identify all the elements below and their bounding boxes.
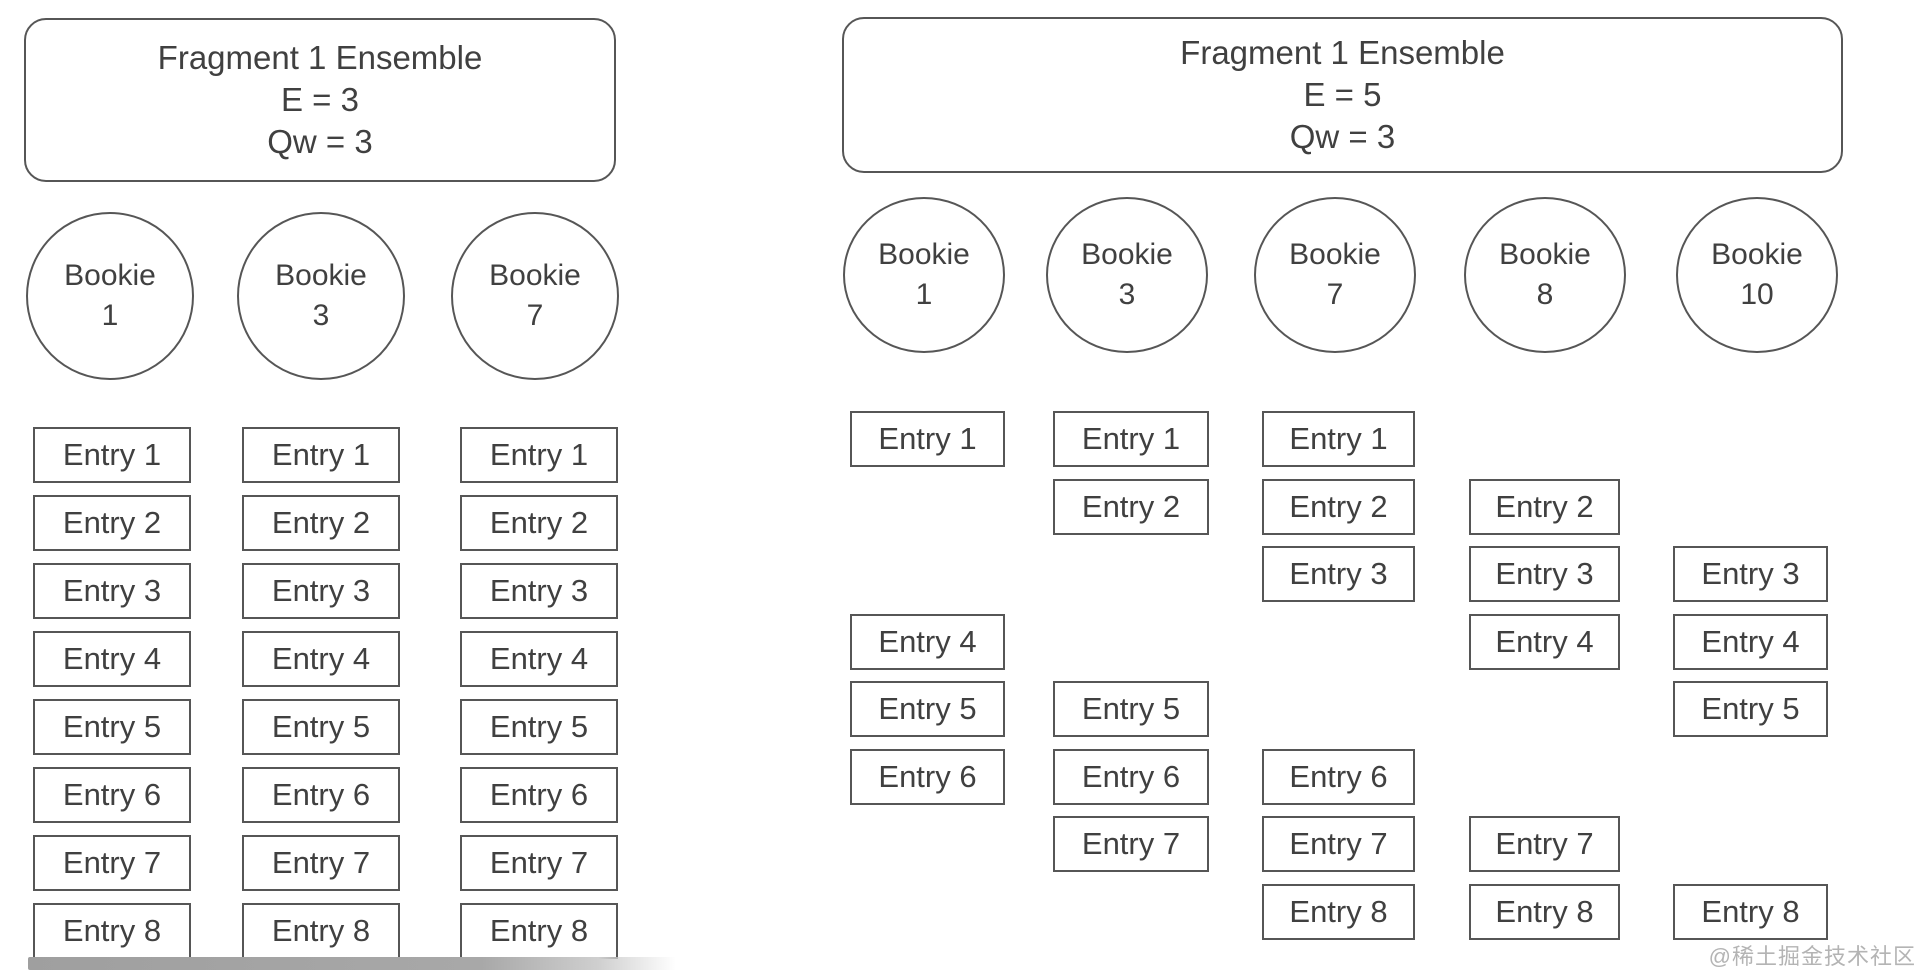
entry-box: Entry 5 — [1673, 681, 1828, 737]
entry-box: Entry 3 — [242, 563, 400, 619]
bookie-name: Bookie — [1499, 238, 1591, 272]
entry-box: Entry 2 — [242, 495, 400, 551]
bookie-number: 10 — [1740, 278, 1774, 311]
entry-box: Entry 8 — [33, 903, 191, 959]
bookie-number: 1 — [915, 278, 933, 311]
entry-box: Entry 8 — [1673, 884, 1828, 940]
entry-box: Entry 4 — [1673, 614, 1828, 670]
watermark: @稀土掘金技术社区 — [1708, 944, 1916, 969]
entry-box: Entry 4 — [33, 631, 191, 687]
bookie-circle: Bookie 1 — [26, 212, 194, 380]
bookie-name: Bookie — [1081, 238, 1173, 272]
ensemble-box: Fragment 1 Ensemble E = 3 Qw = 3 — [24, 18, 616, 182]
entry-box: Entry 1 — [33, 427, 191, 483]
entry-box: Entry 8 — [242, 903, 400, 959]
entry-box: Entry 7 — [460, 835, 618, 891]
entry-box: Entry 7 — [1469, 816, 1620, 872]
entry-box: Entry 7 — [1053, 816, 1209, 872]
entry-box: Entry 6 — [1262, 749, 1415, 805]
bookie-name: Bookie — [489, 259, 581, 293]
entry-box: Entry 8 — [1469, 884, 1620, 940]
bookie-circle: Bookie 7 — [1254, 197, 1416, 353]
bookie-circle: Bookie 8 — [1464, 197, 1626, 353]
entry-box: Entry 3 — [460, 563, 618, 619]
entry-box: Entry 2 — [1469, 479, 1620, 535]
entry-box: Entry 6 — [1053, 749, 1209, 805]
entry-box: Entry 2 — [33, 495, 191, 551]
entry-box: Entry 4 — [1469, 614, 1620, 670]
entry-box: Entry 2 — [460, 495, 618, 551]
entry-box: Entry 6 — [33, 767, 191, 823]
entry-box: Entry 4 — [850, 614, 1005, 670]
ensemble-size-value: E = 5 — [1303, 75, 1382, 113]
entry-box: Entry 1 — [850, 411, 1005, 467]
ensemble-title: Fragment 1 Ensemble — [1180, 33, 1505, 71]
write-quorum-value: Qw = 3 — [267, 123, 373, 161]
bookie-number: 8 — [1536, 278, 1554, 311]
entry-box: Entry 7 — [33, 835, 191, 891]
bookie-circle: Bookie 7 — [451, 212, 619, 380]
entry-box: Entry 4 — [460, 631, 618, 687]
entry-box: Entry 2 — [1053, 479, 1209, 535]
entry-box: Entry 5 — [242, 699, 400, 755]
entry-box: Entry 5 — [1053, 681, 1209, 737]
entry-box: Entry 8 — [1262, 884, 1415, 940]
bookie-circle: Bookie 1 — [843, 197, 1005, 353]
bookie-circle: Bookie 3 — [237, 212, 405, 380]
entry-box: Entry 3 — [1262, 546, 1415, 602]
entry-box: Entry 1 — [242, 427, 400, 483]
entry-box: Entry 3 — [1673, 546, 1828, 602]
entry-box: Entry 1 — [460, 427, 618, 483]
bookie-number: 3 — [312, 299, 330, 332]
entry-box: Entry 8 — [460, 903, 618, 959]
bookie-name: Bookie — [275, 259, 367, 293]
bookie-name: Bookie — [1711, 238, 1803, 272]
entry-box: Entry 6 — [242, 767, 400, 823]
entry-box: Entry 1 — [1053, 411, 1209, 467]
entry-box: Entry 7 — [242, 835, 400, 891]
entry-box: Entry 2 — [1262, 479, 1415, 535]
ensemble-size-value: E = 3 — [281, 80, 359, 118]
entry-box: Entry 1 — [1262, 411, 1415, 467]
entry-box: Entry 3 — [33, 563, 191, 619]
entry-box: Entry 4 — [242, 631, 400, 687]
entry-box: Entry 5 — [33, 699, 191, 755]
entry-box: Entry 5 — [850, 681, 1005, 737]
bookie-name: Bookie — [878, 238, 970, 272]
bookie-number: 7 — [526, 299, 544, 332]
ensemble-box: Fragment 1 Ensemble E = 5 Qw = 3 — [842, 17, 1843, 173]
bookie-number: 3 — [1118, 278, 1136, 311]
bookie-circle: Bookie 3 — [1046, 197, 1208, 353]
entry-box: Entry 7 — [1262, 816, 1415, 872]
entry-box: Entry 3 — [1469, 546, 1620, 602]
bookie-number: 7 — [1326, 278, 1344, 311]
bookie-number: 1 — [101, 299, 119, 332]
write-quorum-value: Qw = 3 — [1289, 118, 1396, 156]
bookie-circle: Bookie 10 — [1676, 197, 1838, 353]
bookie-name: Bookie — [1289, 238, 1381, 272]
screenshot-edge-artifact — [28, 957, 676, 970]
entry-box: Entry 6 — [460, 767, 618, 823]
entry-box: Entry 6 — [850, 749, 1005, 805]
entry-box: Entry 5 — [460, 699, 618, 755]
bookie-name: Bookie — [64, 259, 156, 293]
ensemble-title: Fragment 1 Ensemble — [157, 38, 483, 76]
